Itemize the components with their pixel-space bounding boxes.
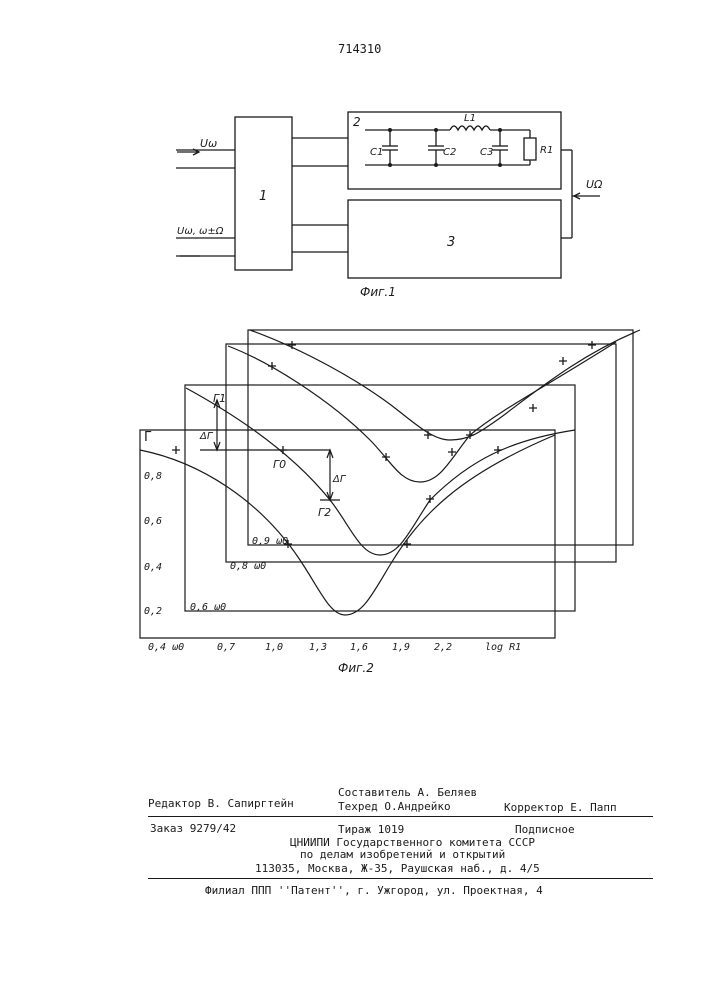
x-axis-label: log R1 bbox=[485, 642, 521, 653]
block-3-label: 3 bbox=[447, 235, 455, 250]
figure-2-curves: Γ Γ1 ΔΓ Γ0 ΔΓ Γ2 0,8 0,6 0,4 0,2 0,9 ω0 … bbox=[0, 300, 707, 700]
imprint-corrector: Корректор Е. Папп bbox=[504, 801, 617, 814]
imprint-rule-bottom bbox=[148, 878, 653, 879]
gamma1-label: Γ1 bbox=[213, 392, 226, 405]
imprint-circulation: Тираж 1019 bbox=[338, 823, 404, 836]
imprint-compiler: Составитель А. Беляев bbox=[338, 786, 477, 799]
delta-gamma-1: ΔΓ bbox=[199, 431, 214, 442]
curve-0-8w0 bbox=[228, 342, 616, 482]
imprint-rule-top bbox=[148, 816, 653, 817]
y-tick-0: 0,8 bbox=[144, 471, 162, 482]
c3-label: C3 bbox=[480, 147, 493, 158]
gamma2-label: Γ2 bbox=[318, 506, 331, 519]
imprint-org2: по делам изобретений и открытий bbox=[300, 848, 505, 861]
block-1-label: 1 bbox=[259, 189, 267, 204]
output-right-label: UΩ bbox=[586, 178, 603, 191]
y-tick-2: 0,4 bbox=[144, 562, 162, 573]
x-tick-1: 1,0 bbox=[265, 642, 283, 653]
imprint-address: 113035, Москва, Ж-35, Раушская наб., д. … bbox=[255, 862, 540, 875]
delta-gamma-2: ΔΓ bbox=[332, 474, 347, 485]
x-tick-4: 1,9 bbox=[392, 642, 410, 653]
x-tick-2: 1,3 bbox=[309, 642, 327, 653]
gamma0-label: Γ0 bbox=[273, 458, 286, 471]
imprint-branch: Филиал ППП ''Патент'', г. Ужгород, ул. П… bbox=[205, 884, 543, 897]
y-tick-1: 0,6 bbox=[144, 516, 162, 527]
curve-0-6w0 bbox=[186, 388, 575, 555]
gamma-axis-label: Γ bbox=[144, 430, 152, 445]
r1-label: R1 bbox=[540, 145, 553, 156]
c2-label: C2 bbox=[443, 147, 456, 158]
frame-label-0-8: 0,8 ω0 bbox=[230, 561, 266, 572]
figure-1-caption: Фиг.1 bbox=[360, 285, 396, 299]
input-top-label: Uω bbox=[200, 137, 217, 150]
c1-label: C1 bbox=[370, 147, 383, 158]
imprint-order: Заказ 9279/42 bbox=[150, 822, 236, 835]
l1-label: L1 bbox=[464, 113, 476, 124]
imprint-techred: Техред О.Андрейко bbox=[338, 800, 451, 813]
frame-label-0-4: 0,4 ω0 bbox=[148, 642, 184, 653]
frame-label-0-6: 0,6 ω0 bbox=[190, 602, 226, 613]
block-2-label: 2 bbox=[353, 115, 361, 129]
imprint-subscription: Подписное bbox=[515, 823, 575, 836]
y-tick-3: 0,2 bbox=[144, 606, 162, 617]
x-tick-3: 1,6 bbox=[350, 642, 368, 653]
figure-1-block-diagram: 1 2 3 Uω Uω, ω±Ω UΩ C1 C2 C3 L1 R1 Фиг.1 bbox=[0, 0, 707, 300]
x-tick-5: 2,2 bbox=[434, 642, 452, 653]
imprint-editor: Редактор В. Сапиргтейн bbox=[148, 797, 294, 810]
frame-label-0-9: 0,9 ω0 bbox=[252, 536, 288, 547]
input-bottom-label: Uω, ω±Ω bbox=[177, 226, 224, 237]
frame-0-8w0 bbox=[226, 344, 616, 562]
x-tick-0: 0,7 bbox=[217, 642, 235, 653]
figure-2-caption: Фиг.2 bbox=[338, 661, 374, 675]
